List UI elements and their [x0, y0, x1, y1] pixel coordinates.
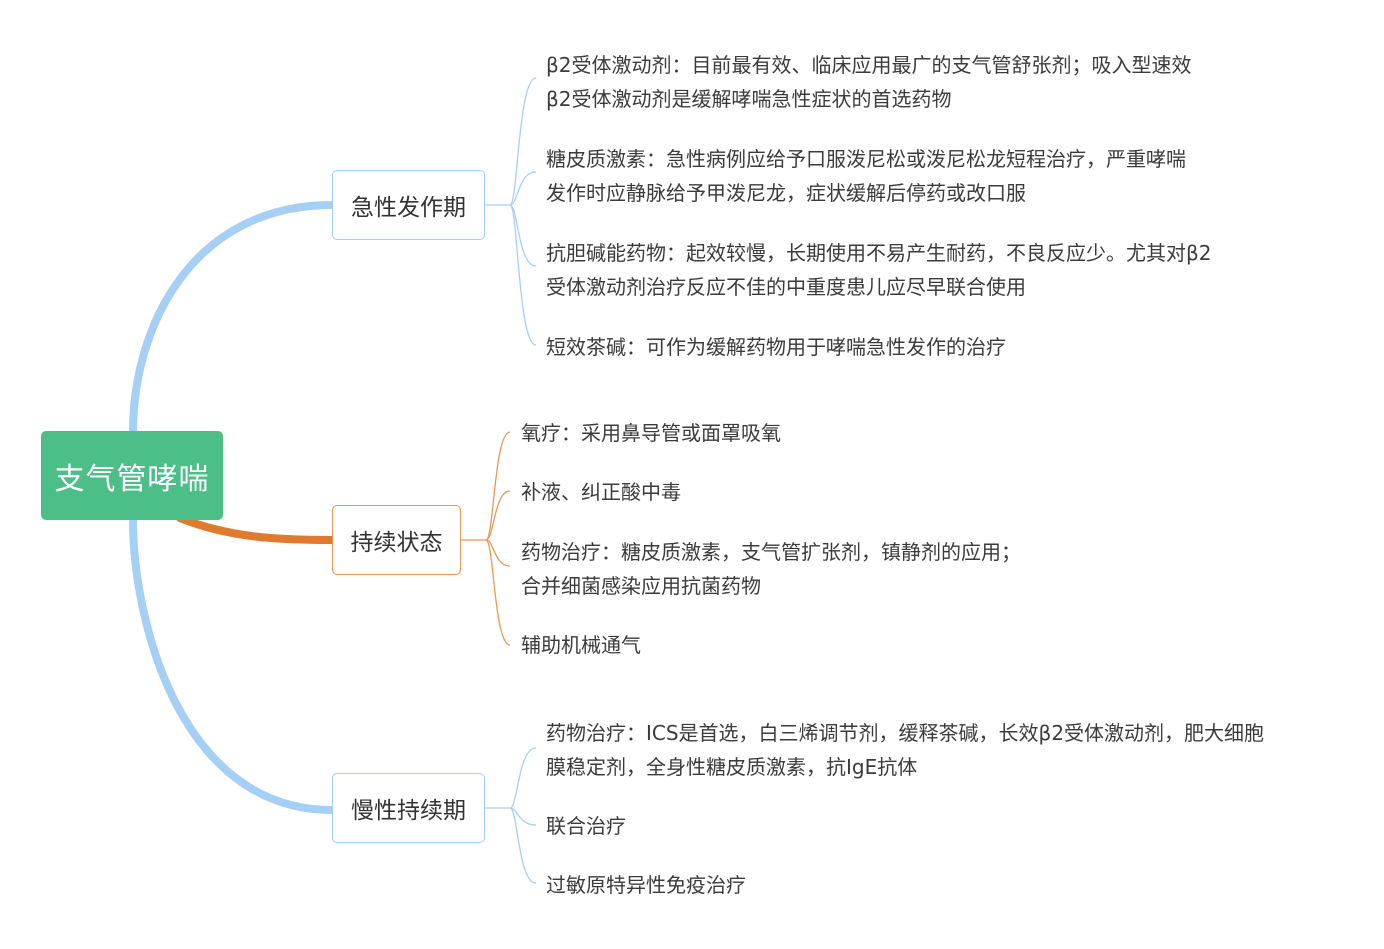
root-to-acute-connector: [129, 201, 336, 435]
status-leaf-connectors: [460, 431, 511, 646]
acute-leaf-connectors: [484, 77, 537, 346]
leaf-text-line: 联合治疗: [546, 814, 626, 838]
branch-status-label: 持续状态: [350, 530, 443, 556]
leaf-combination-therapy[interactable]: 联合治疗: [546, 809, 626, 843]
leaf-text-line: 氧疗：采用鼻导管或面罩吸氧: [521, 421, 781, 445]
branch-chronic-label: 慢性持续期: [351, 798, 466, 824]
root-topic-label: 支气管哮喘: [54, 461, 210, 497]
branch-chronic[interactable]: 慢性持续期: [332, 773, 485, 843]
leaf-anticholinergic[interactable]: 抗胆碱能药物：起效较慢，长期使用不易产生耐药，不良反应少。尤其对β2 受体激动剂…: [546, 236, 1212, 304]
leaf-text-line: 过敏原特异性免疫治疗: [546, 873, 746, 897]
leaf-drug-therapy-chronic[interactable]: 药物治疗：ICS是首选，白三烯调节剂，缓释茶碱，长效β2受体激动剂，肥大细胞 膜…: [546, 716, 1264, 784]
leaf-text-line: 药物治疗：糖皮质激素，支气管扩张剂，镇静剂的应用；: [521, 540, 1021, 564]
leaf-fluid-acidosis[interactable]: 补液、纠正酸中毒: [521, 475, 681, 509]
leaf-short-acting-theophylline[interactable]: 短效茶碱：可作为缓解药物用于哮喘急性发作的治疗: [546, 330, 1006, 364]
leaf-text-line: 受体激动剂治疗反应不佳的中重度患儿应尽早联合使用: [546, 275, 1026, 299]
leaf-text-line: 补液、纠正酸中毒: [521, 480, 681, 504]
branch-acute-attack[interactable]: 急性发作期: [332, 170, 485, 240]
leaf-text-line: 膜稳定剂，全身性糖皮质激素，抗IgE抗体: [546, 755, 918, 779]
leaf-text-line: 发作时应静脉给予甲泼尼龙，症状缓解后停药或改口服: [546, 181, 1026, 205]
leaf-glucocorticoid[interactable]: 糖皮质激素：急性病例应给予口服泼尼松或泼尼松龙短程治疗，严重哮喘 发作时应静脉给…: [546, 142, 1186, 210]
chronic-leaf-connectors: [484, 747, 537, 884]
leaf-mechanical-ventilation[interactable]: 辅助机械通气: [521, 628, 641, 662]
leaf-text-line: β2受体激动剂：目前最有效、临床应用最广的支气管舒张剂；吸入型速效: [546, 53, 1192, 77]
leaf-drug-therapy-status[interactable]: 药物治疗：糖皮质激素，支气管扩张剂，镇静剂的应用； 合并细菌感染应用抗菌药物: [521, 535, 1021, 603]
leaf-text-line: 短效茶碱：可作为缓解药物用于哮喘急性发作的治疗: [546, 335, 1006, 359]
leaf-text-line: β2受体激动剂是缓解哮喘急性症状的首选药物: [546, 87, 952, 111]
leaf-immunotherapy[interactable]: 过敏原特异性免疫治疗: [546, 868, 746, 902]
root-to-status-connector: [176, 514, 336, 544]
root-to-chronic-connector: [129, 516, 336, 814]
leaf-text-line: 合并细菌感染应用抗菌药物: [521, 574, 761, 598]
leaf-beta2-agonist[interactable]: β2受体激动剂：目前最有效、临床应用最广的支气管舒张剂；吸入型速效 β2受体激动…: [546, 48, 1192, 116]
branch-status[interactable]: 持续状态: [332, 505, 461, 575]
root-topic[interactable]: 支气管哮喘: [41, 431, 223, 520]
leaf-text-line: 药物治疗：ICS是首选，白三烯调节剂，缓释茶碱，长效β2受体激动剂，肥大细胞: [546, 721, 1265, 745]
leaf-text-line: 糖皮质激素：急性病例应给予口服泼尼松或泼尼松龙短程治疗，严重哮喘: [546, 147, 1186, 171]
leaf-text-line: 抗胆碱能药物：起效较慢，长期使用不易产生耐药，不良反应少。尤其对β2: [546, 241, 1212, 265]
leaf-text-line: 辅助机械通气: [521, 633, 641, 657]
branch-acute-attack-label: 急性发作期: [351, 195, 466, 221]
leaf-oxygen-therapy[interactable]: 氧疗：采用鼻导管或面罩吸氧: [521, 416, 781, 450]
